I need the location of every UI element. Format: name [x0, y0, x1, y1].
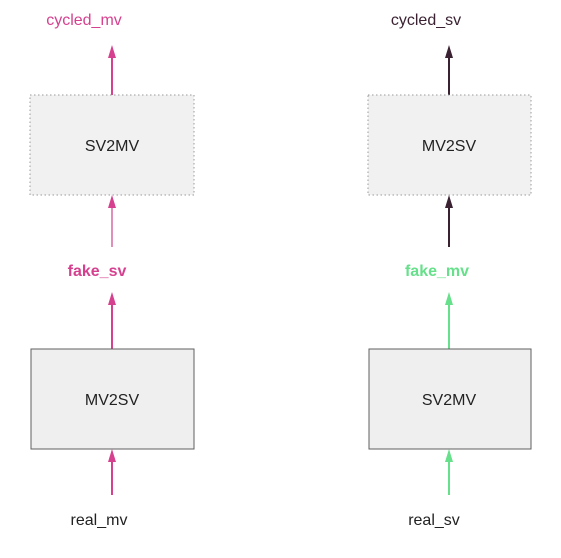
left-first-generator-box: MV2SV: [30, 348, 195, 450]
left-arrow-to-output: [108, 45, 116, 95]
left-first-generator-label: MV2SV: [85, 392, 140, 409]
left-input-label: real_mv: [71, 512, 128, 529]
right-first-generator-label: SV2MV: [422, 392, 477, 409]
left-arrow-to-intermediate: [108, 292, 116, 349]
right-output-label: cycled_sv: [391, 12, 461, 29]
right-second-generator-label: MV2SV: [422, 138, 477, 155]
left-output-label: cycled_mv: [46, 12, 122, 29]
right-intermediate-label: fake_mv: [405, 263, 469, 280]
right-input-label: real_sv: [408, 512, 460, 529]
right-first-generator-box: SV2MV: [368, 348, 532, 450]
right-arrow-to-first-generator: [445, 449, 453, 495]
right-arrow-to-intermediate: [445, 292, 453, 349]
right-second-generator-box: MV2SV: [367, 94, 532, 196]
left-arrow-to-second-generator: [108, 195, 116, 247]
right-arrow-to-output: [445, 45, 453, 95]
right-arrow-to-second-generator: [445, 195, 453, 247]
left-second-generator-box: SV2MV: [29, 94, 195, 196]
left-intermediate-label: fake_sv: [68, 263, 127, 280]
left-cycle: cycled_mv SV2MV fake_sv MV2SV: [29, 12, 195, 529]
right-cycle: cycled_sv MV2SV fake_mv SV2MV: [367, 12, 532, 529]
left-arrow-to-first-generator: [108, 449, 116, 495]
left-second-generator-label: SV2MV: [85, 138, 140, 155]
